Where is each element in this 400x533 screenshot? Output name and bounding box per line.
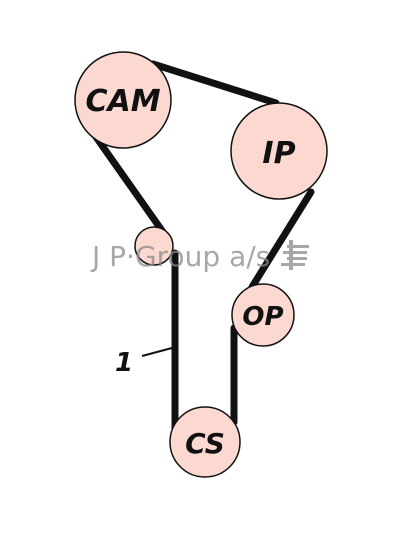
callout-number: 1 (115, 348, 133, 378)
pulley-cam: CAM (74, 51, 172, 149)
pulley-ip-label: IP (262, 136, 295, 171)
belt-segment-ip-op (248, 188, 315, 291)
belt-segment-cam-ip (149, 60, 280, 107)
belt-segment-idler-cam (92, 133, 167, 236)
pulley-idler (134, 226, 174, 266)
watermark-text: J P·Group a/s (90, 240, 270, 273)
pulley-cam-label: CAM (85, 84, 160, 119)
part-callout: 1 (115, 347, 173, 378)
pulley-op: OP (231, 283, 295, 347)
callout-leader-line (141, 347, 173, 357)
pulley-cs: CS (169, 406, 241, 478)
pulley-cs-label: CS (185, 427, 225, 460)
timing-belt (92, 60, 315, 432)
pulley-op-label: OP (242, 302, 283, 332)
watermark: J P·Group a/s (90, 240, 309, 273)
pulley-ip: IP (230, 102, 328, 200)
watermark-logo-icon (281, 240, 309, 270)
